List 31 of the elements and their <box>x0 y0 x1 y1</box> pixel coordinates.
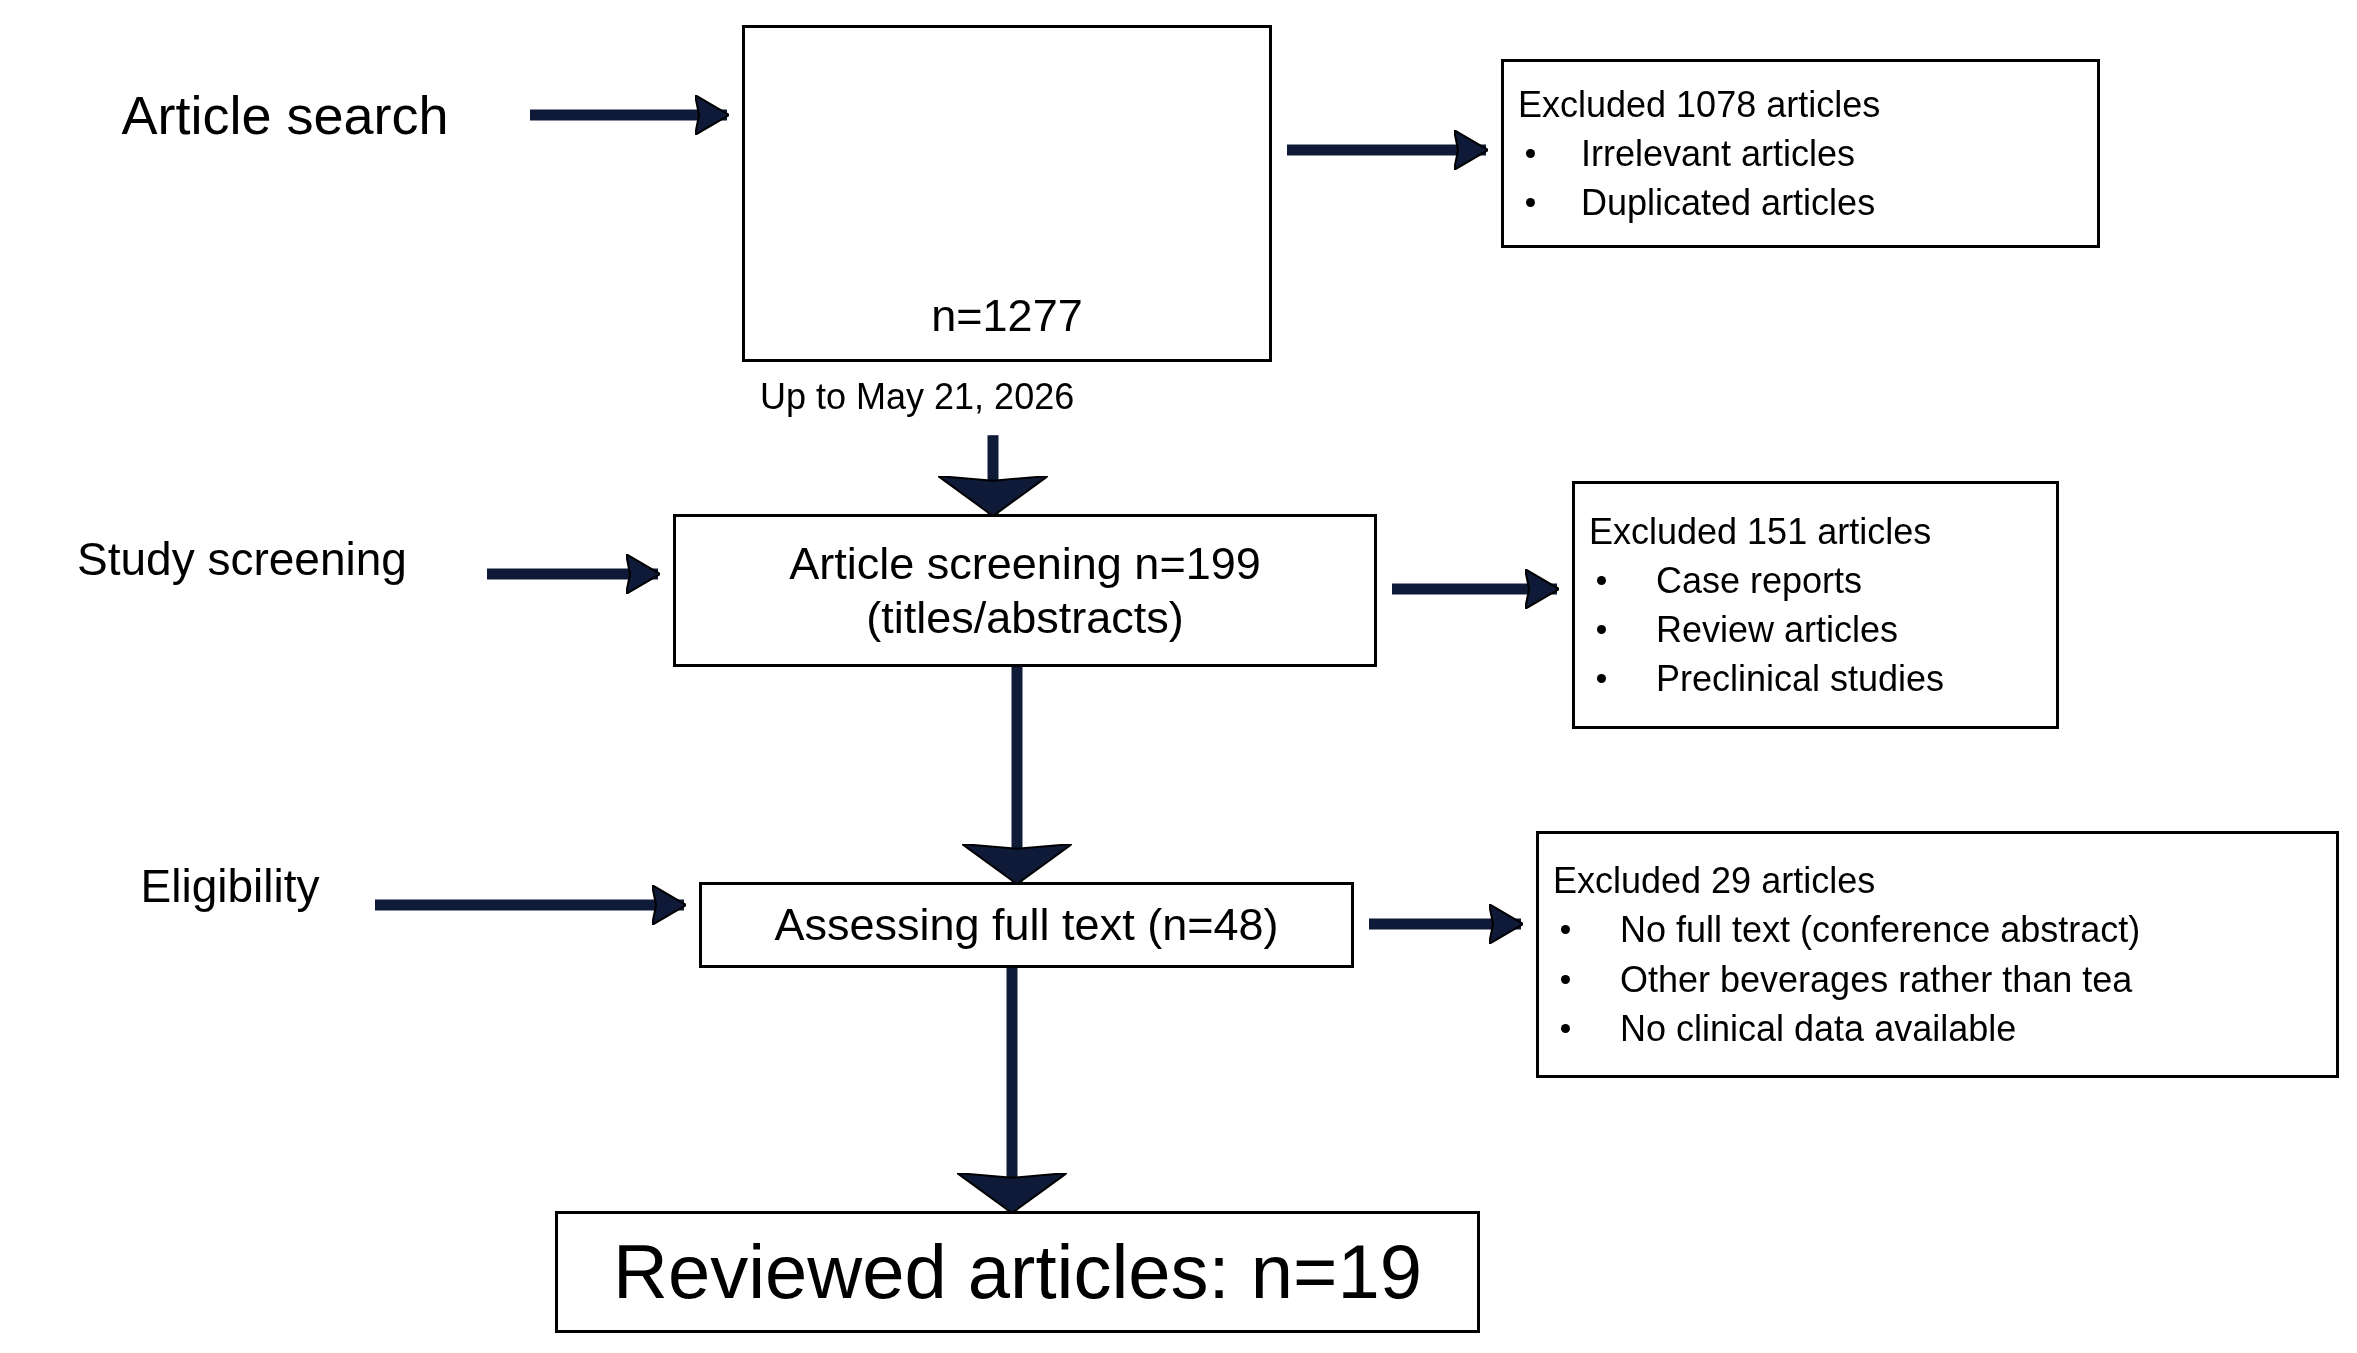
box-heading: Excluded 29 articles <box>1553 859 1876 903</box>
box-text: Assessing full text (n=48) <box>774 898 1279 952</box>
box-text: n=1277 <box>931 289 1083 343</box>
list-item: No clinical data available <box>1620 1006 2017 1050</box>
arrow <box>1392 568 1560 610</box>
list-item: Duplicated articles <box>1581 181 1876 225</box>
box-heading: Excluded 151 articles <box>1589 509 1932 553</box>
stage-text: Article search <box>121 83 449 147</box>
stage-text: Eligibility <box>140 859 320 915</box>
process-box <box>555 1211 1480 1333</box>
stage-text: Study screening <box>77 532 407 588</box>
date-note: Up to May 21, 2026 <box>760 375 1075 419</box>
list-item: No full text (conference abstract) <box>1620 908 2141 952</box>
list-item: Other beverages rather than tea <box>1620 957 2133 1001</box>
box-text: Reviewed articles: n=19 <box>613 1228 1422 1317</box>
box-heading: Excluded 1078 articles <box>1518 82 1881 126</box>
process-box <box>673 514 1377 667</box>
arrow <box>487 553 661 595</box>
arrow <box>375 884 687 926</box>
arrow <box>530 94 730 136</box>
list-item: Case reports <box>1656 558 1863 602</box>
list-item: Irrelevant articles <box>1581 131 1856 176</box>
exclusion-box <box>1501 59 2100 248</box>
list-item: Review articles <box>1656 608 1899 652</box>
arrow <box>1369 903 1524 945</box>
arrow <box>1287 129 1489 171</box>
list-item: Preclinical studies <box>1656 657 1945 701</box>
process-box <box>699 882 1354 968</box>
exclusion-box <box>1572 481 2059 729</box>
exclusion-box <box>1536 831 2339 1078</box>
box-text: Article screening n=199 (titles/abstracts) <box>788 536 1262 645</box>
